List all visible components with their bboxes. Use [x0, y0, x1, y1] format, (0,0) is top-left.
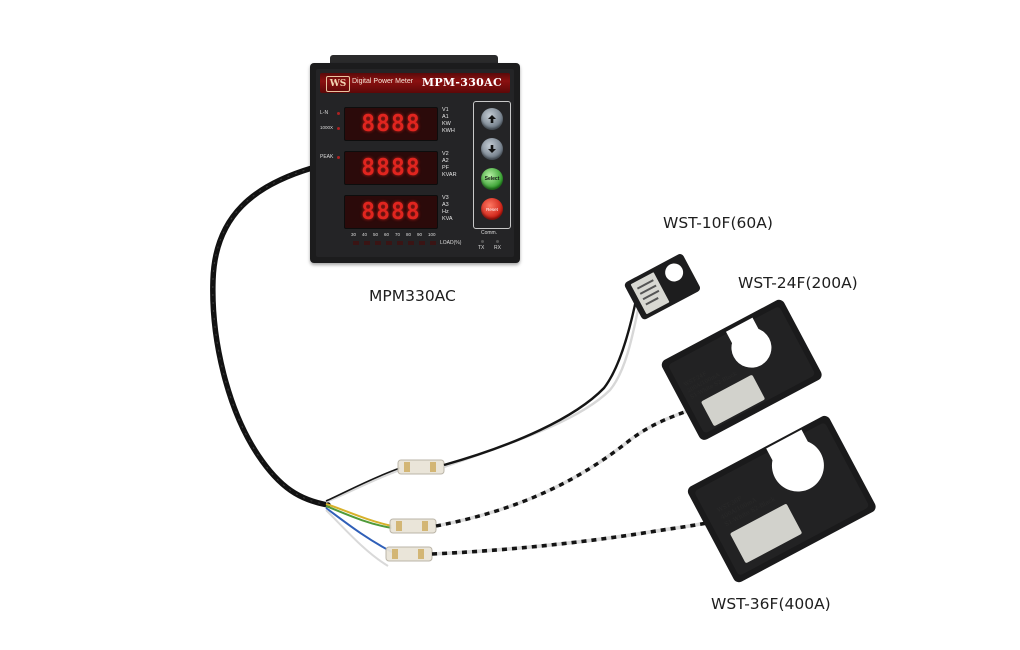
load-bar-led: [408, 241, 414, 245]
unit-kwh: KWH: [442, 128, 455, 134]
load-scale-label: 90: [417, 232, 423, 237]
load-bar-led: [430, 241, 436, 245]
load-bar-led: [419, 241, 425, 245]
label-peak: PEAK: [320, 154, 334, 160]
brand-logo-icon: WS: [326, 76, 350, 92]
load-bar-led: [375, 241, 381, 245]
large-ct-lead-black: [431, 520, 713, 556]
wire-green: [325, 505, 393, 529]
unit-hz: Hz: [442, 209, 449, 215]
ct-sensor-large: [687, 415, 876, 583]
display-top-digits: 8888: [361, 111, 421, 137]
load-label: LOAD(%): [440, 240, 462, 246]
unit-v2: V2: [442, 151, 449, 157]
rx-label: RX: [494, 245, 501, 251]
medium-ct-lead-black: [435, 408, 691, 528]
tx-label: TX: [478, 245, 485, 251]
unit-pf: PF: [442, 165, 450, 171]
load-scale-label: 30: [351, 232, 357, 237]
unit-v1: V1: [442, 107, 449, 113]
label-1000x: 1000X: [320, 125, 334, 130]
meter-front-panel: WS Digital Power Meter MPM-330AC L-N 100…: [316, 69, 514, 257]
units-top: V1 A1 KW KWH: [442, 107, 455, 135]
large-ct-lead-white: [431, 520, 713, 556]
tx-indicator: [481, 240, 484, 243]
down-button[interactable]: [481, 138, 503, 160]
main-cable-highlight: [212, 167, 329, 506]
indicator-ln: [337, 112, 340, 115]
ct-sensor-small: [624, 254, 700, 320]
button-panel: Select Reset: [473, 101, 511, 229]
ct-sensor-medium: [661, 299, 822, 440]
wire-white-top: [325, 469, 401, 503]
header-subtitle: Digital Power Meter: [352, 78, 414, 85]
units-middle: V2 A2 PF KVAR: [442, 151, 457, 179]
caption-ct-large: WST-36F(400A): [711, 595, 831, 613]
indicator-1000x: [337, 127, 340, 130]
indicator-peak: [337, 156, 340, 159]
unit-a3: A3: [442, 202, 449, 208]
select-button[interactable]: Select: [481, 168, 503, 190]
comm-title: Comm.: [481, 230, 498, 236]
medium-ct-lead-white: [435, 408, 691, 528]
power-meter-device: WS Digital Power Meter MPM-330AC L-N 100…: [310, 55, 520, 265]
load-bar-led: [364, 241, 370, 245]
display-bottom: 8888: [344, 195, 438, 229]
header-model-name: MPM-330AC: [421, 76, 502, 89]
unit-v3: V3: [442, 195, 449, 201]
small-ct-lead-black: [443, 299, 638, 467]
display-middle: 8888: [344, 151, 438, 185]
splice-connector-2: [389, 518, 437, 534]
load-scale-label: 50: [373, 232, 379, 237]
units-bottom: V3 A3 Hz KVA: [442, 195, 453, 223]
select-button-label: Select: [484, 176, 500, 182]
arrow-up-icon: [488, 115, 496, 123]
load-bar-led: [353, 241, 359, 245]
unit-kvar: KVAR: [442, 172, 457, 178]
reset-button-label: Reset: [486, 206, 498, 212]
splice-connector-1: [397, 459, 445, 475]
unit-kw: KW: [442, 121, 451, 127]
small-ct-lead-white: [443, 299, 642, 469]
display-middle-digits: 8888: [361, 155, 421, 181]
load-scale-label: 80: [406, 232, 412, 237]
load-scale-label: 40: [362, 232, 368, 237]
wire-blue: [325, 507, 393, 553]
arrow-down-icon: [488, 145, 496, 153]
display-top: 8888: [344, 107, 438, 141]
label-ln: L-N: [320, 110, 329, 116]
load-scale-label: 60: [384, 232, 390, 237]
display-bottom-digits: 8888: [361, 199, 421, 225]
reset-button[interactable]: Reset: [481, 198, 503, 220]
unit-a2: A2: [442, 158, 449, 164]
caption-ct-medium: WST-24F(200A): [738, 274, 858, 292]
meter-header-bar: WS Digital Power Meter MPM-330AC: [320, 73, 510, 93]
rx-indicator: [496, 240, 499, 243]
caption-ct-small: WST-10F(60A): [663, 214, 773, 232]
splice-connector-3: [385, 546, 433, 562]
unit-a1: A1: [442, 114, 449, 120]
wire-black-top: [325, 467, 401, 502]
caption-meter: MPM330AC: [369, 287, 456, 305]
load-bar-led: [386, 241, 392, 245]
load-scale-label: 70: [395, 232, 401, 237]
unit-kva: KVA: [442, 216, 453, 222]
load-bar-led: [397, 241, 403, 245]
load-scale-label: 100: [428, 232, 436, 237]
wire-white-low: [325, 509, 389, 567]
up-button[interactable]: [481, 108, 503, 130]
wire-yellow: [325, 503, 393, 527]
